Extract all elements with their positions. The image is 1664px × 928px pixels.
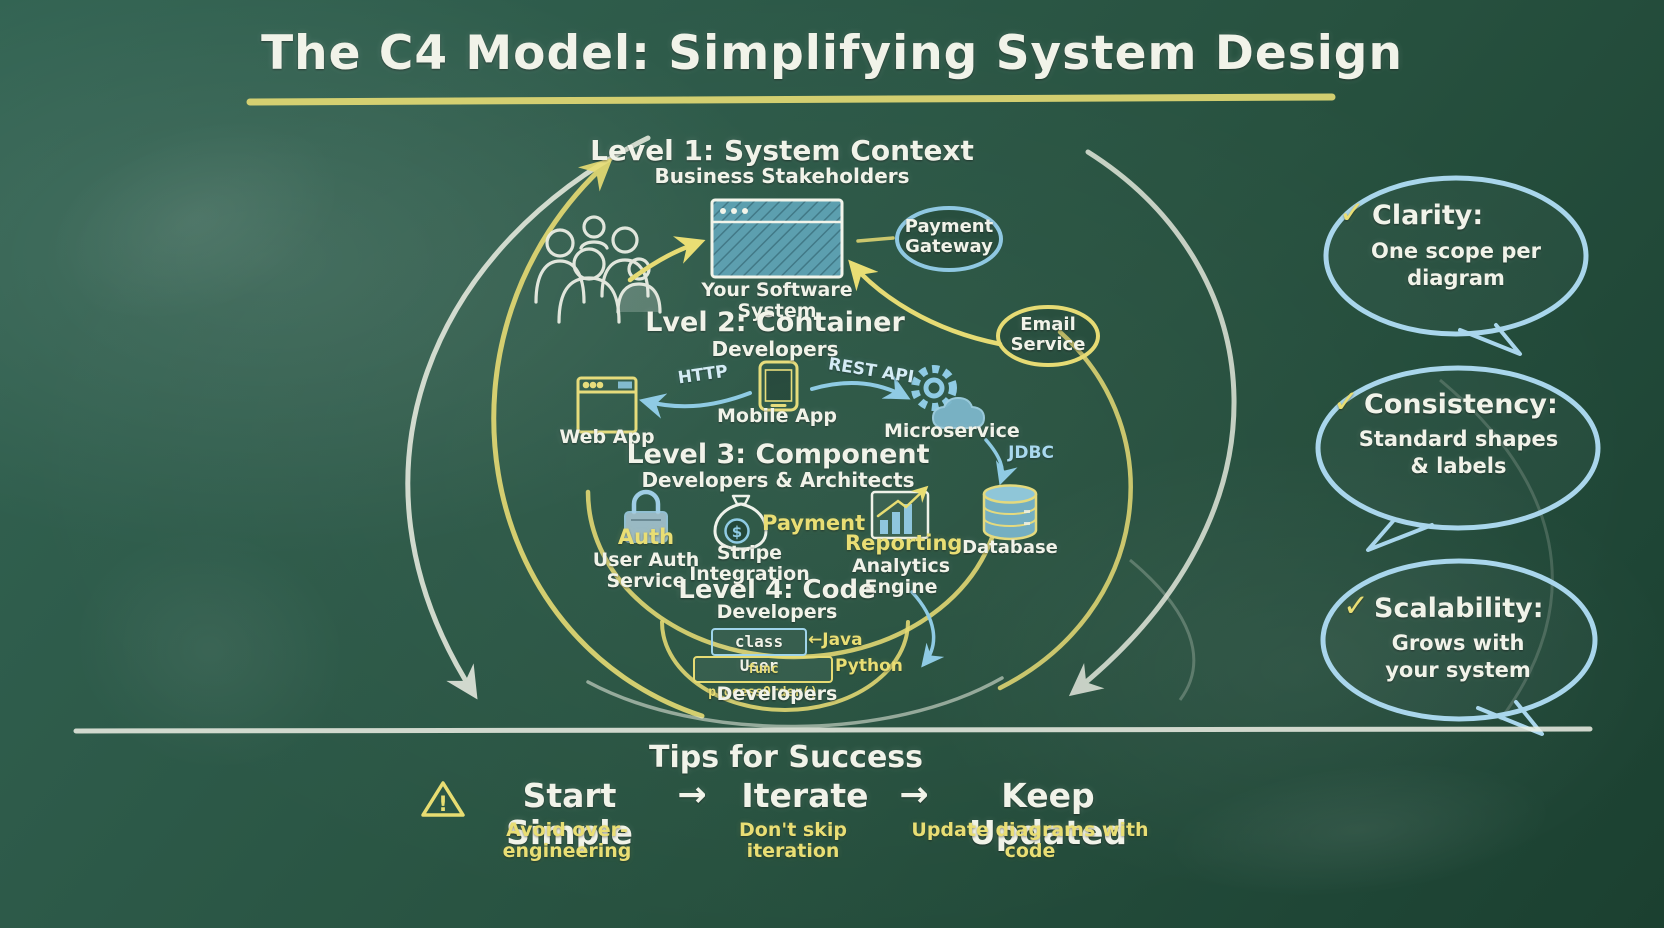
email-to-system-arrow [848,259,1003,347]
payment-gateway-ellipse [895,206,1003,272]
tips-heading: Tips for Success [648,740,923,775]
check-icon: ✓ [1333,384,1359,420]
auth-component-label: User Auth Service [592,549,700,593]
outer-arc-left-white [405,135,651,700]
clarity-desc: One scope per diagram [1371,239,1541,291]
warning-glyph: ! [438,792,448,816]
rest-api-arrow [810,375,911,400]
people-to-system-arrow [627,236,706,283]
database-label: Database [962,537,1058,558]
payment-gateway-label: Payment Gateway [904,216,994,258]
consistency-title: Consistency: [1364,389,1558,420]
scalability-desc: Grows with your system [1385,631,1531,683]
stakeholders-people-icon [534,215,662,324]
analytics-flow-arrow [910,590,945,668]
mobile-app-icon [758,360,799,412]
payment-component-label: Stripe Integration [689,542,810,586]
java-language-label: ←Java [808,630,863,650]
tip-step-iterate: Iterate [741,776,869,815]
page-title: The C4 Model: Simplifying System Design [261,26,1403,81]
software-system-icon [710,198,844,279]
jdbc-edge-label: JDBC [1008,443,1054,463]
auth-component-tag: Auth [617,525,675,549]
microservice-gear-cloud-icon [911,365,986,429]
email-service-label: Email Service [1010,314,1086,356]
auth-lock-icon [624,489,668,543]
mobile-app-label: Mobile App [717,405,837,427]
tip-sub-keep-updated: Update diagrams with code [911,819,1149,863]
check-icon: ✓ [1339,195,1365,231]
level3-audience: Developers & Architects [641,468,915,492]
level2-audience: Developers [711,337,839,361]
level3-heading: Level 3: Component [626,439,930,470]
python-code-box: func processOrder() [693,656,833,700]
level4-arc-yellow [660,620,910,712]
scalability-bubble [1320,558,1598,736]
level4-heading: Level 4: Code [678,575,876,605]
payment-moneybag-icon: $ [713,494,768,551]
reporting-component-label: Analytics Engine [851,555,951,599]
software-system-label: Your Software System [701,279,853,323]
system-to-payment-line [856,236,895,243]
level2-heading: Lvel 2: Container [645,307,905,338]
web-app-label: Web App [559,426,655,448]
check-icon: ✓ [1343,588,1369,624]
clarity-title: Clarity: [1372,200,1484,231]
level2-arc-yellow-right [997,329,1133,691]
level1-heading: Level 1: System Context [590,134,974,167]
dollar-glyph: $ [732,523,742,541]
tip-sub-start-simple: Avoid over-engineering [502,819,632,863]
flow-arrow-icon: → [677,775,707,815]
microservice-label: Microservice [884,420,1020,442]
chalk-stroke [1439,378,1554,721]
consistency-bubble [1315,365,1601,552]
outer-arc-right-white [1068,149,1237,697]
tip-step-keep-updated: Keep Updated [968,776,1128,852]
reporting-chart-icon [870,485,930,540]
level1-audience: Business Stakeholders [654,164,910,188]
level2-arc-yellow-left [491,157,705,719]
clarity-bubble [1323,175,1589,356]
title-underline [246,93,1336,106]
reporting-component-tag: Reporting [845,531,963,555]
bottom-divider-line [73,726,1593,734]
warning-triangle-icon: ! [421,781,465,817]
flow-arrow-icon: → [899,775,929,815]
payment-component-tag: Payment [762,511,866,535]
tip-step-start-simple: Start Simple [506,776,633,852]
database-icon [982,484,1038,541]
level4-audience: Developers [716,601,838,623]
java-code-box: class User [711,628,807,675]
inner-arc-white [586,676,1004,729]
level4-footer: Developers [716,683,838,705]
consistency-desc: Standard shapes & labels [1358,427,1559,479]
http-arrow [638,391,752,419]
email-service-ellipse [996,305,1100,367]
python-language-label: Python [835,656,903,676]
web-app-icon [576,376,638,434]
chalk-stroke [1129,558,1196,701]
tip-sub-iterate: Don't skip iteration [739,819,847,863]
scalability-title: Scalability: [1374,593,1544,624]
jdbc-arrow [984,438,1018,486]
